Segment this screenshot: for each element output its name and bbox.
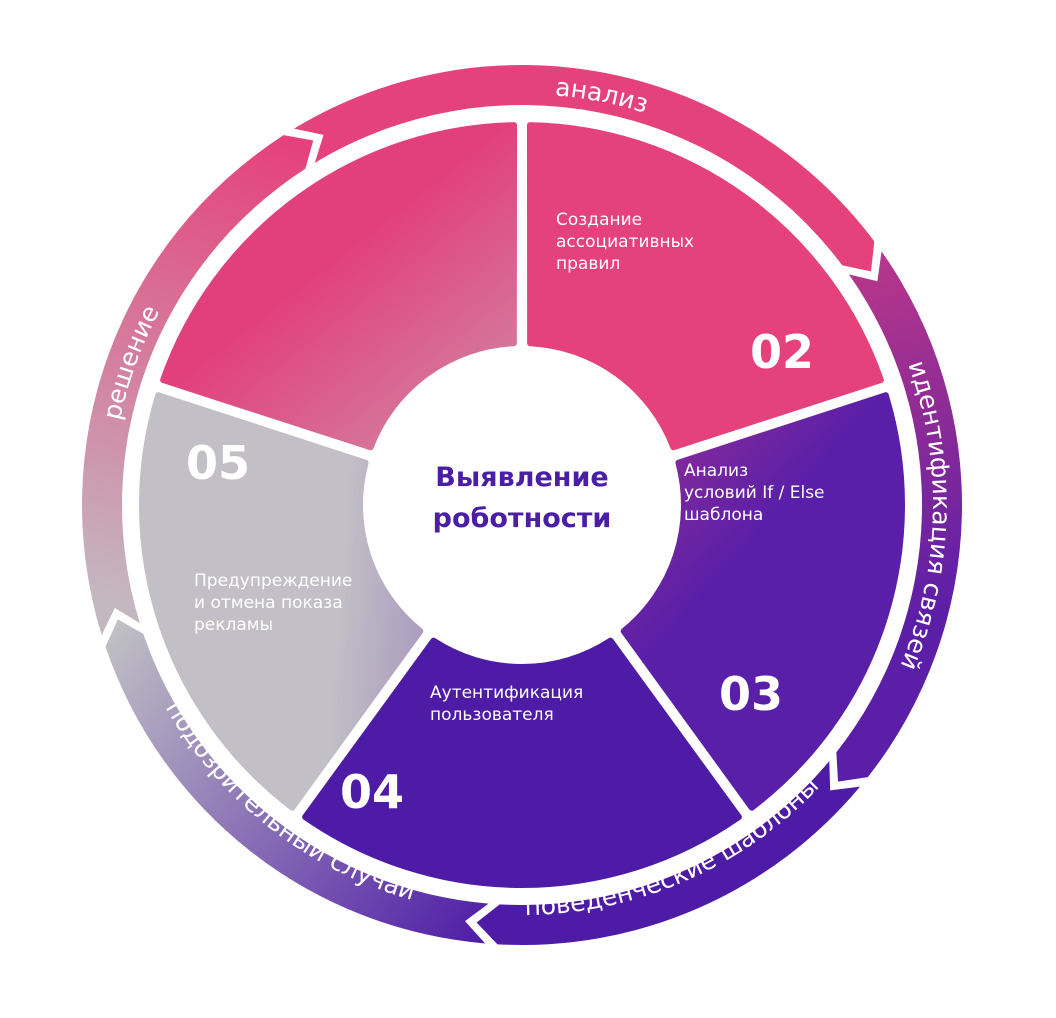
segment-label-line: ассоциативных	[556, 232, 694, 252]
segment-02	[620, 392, 905, 811]
segment-label-line: Аутентификация	[430, 683, 583, 703]
ring-arrow	[476, 761, 861, 945]
segments: 01Хранилищеданных02Созданиеассоциативных…	[139, 122, 905, 888]
ring-arrow	[836, 251, 962, 782]
segment-label-line: Предупреждение	[194, 571, 352, 591]
segment-label-line: условий If / Else	[684, 483, 825, 503]
center-title-line2: роботности	[433, 503, 612, 534]
center-circle	[374, 357, 670, 653]
segment-03	[302, 637, 742, 888]
segment-label-line: Анализ	[684, 461, 748, 481]
segment-04	[139, 392, 424, 811]
segment-number: 05	[186, 436, 250, 490]
segment-label-line: пользователя	[430, 705, 554, 725]
ring-arrow	[294, 65, 875, 272]
segment-label-line: шаблона	[684, 505, 763, 525]
segment-label-line: Создание	[556, 210, 642, 230]
segment-label-line: рекламы	[194, 615, 273, 635]
ring-arrow	[105, 619, 489, 944]
segment-label-line: и отмена показа	[194, 593, 343, 613]
segment-number: 04	[340, 765, 404, 819]
segment-label-line: правил	[556, 254, 620, 274]
ring-arrow	[81, 135, 314, 636]
segment-05	[160, 122, 518, 451]
segment-01	[526, 122, 884, 451]
segment-number: 02	[750, 325, 814, 379]
segment-number: 03	[719, 667, 783, 721]
center-title-line1: Выявление	[435, 462, 608, 493]
